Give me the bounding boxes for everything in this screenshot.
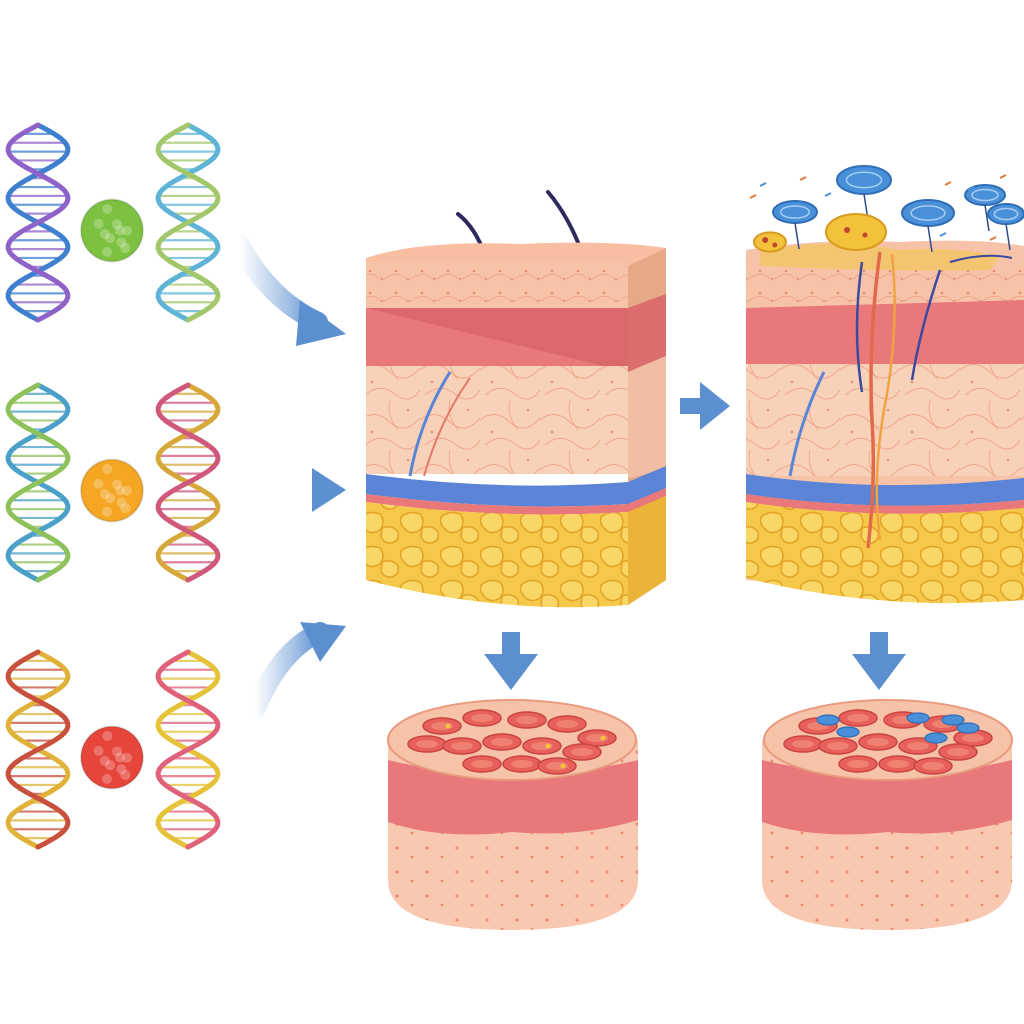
- bacteria-icon: [816, 714, 840, 726]
- dna-helix-icon: [155, 382, 221, 583]
- bacteria-icon: [772, 200, 818, 250]
- tissue-disc-infected: [762, 699, 1013, 930]
- dna-strand: [5, 382, 71, 583]
- arrow-head-icon: [296, 300, 346, 346]
- particle: [999, 174, 1007, 179]
- bacteria-icon: [901, 199, 955, 253]
- cell-dot-icon: [80, 198, 144, 263]
- particle: [824, 192, 832, 197]
- arrow-icon: [245, 622, 330, 720]
- particle: [967, 186, 975, 191]
- cell-dot-icon: [80, 458, 144, 523]
- particle: [944, 181, 952, 186]
- dna-helix-icon: [155, 649, 221, 850]
- dna-helix-icon: [155, 122, 221, 323]
- bacteria-icon: [924, 732, 948, 744]
- blood-vessel: [788, 371, 826, 477]
- arrow-icon: [502, 632, 520, 656]
- arrow-icon: [870, 632, 888, 656]
- particle: [749, 194, 757, 199]
- down-arrows: [484, 632, 906, 690]
- vein-band: [366, 466, 666, 507]
- infection-track: [855, 261, 864, 393]
- infection-track: [875, 253, 896, 541]
- fat-layer: [746, 502, 1024, 604]
- disc-red-band: [762, 760, 1012, 835]
- bacteria-icon: [964, 184, 1006, 232]
- particle: [759, 182, 767, 187]
- dna-helix-icon: [5, 122, 71, 323]
- dermis-band: [746, 300, 1024, 375]
- blood-vessel: [423, 377, 471, 477]
- bacteria-icon: [987, 203, 1024, 251]
- dermis-layer: [366, 366, 628, 474]
- dna-strand: [155, 122, 221, 323]
- infection-track: [866, 251, 882, 549]
- dna-strand: [5, 649, 71, 850]
- bacteria-icon: [941, 714, 965, 726]
- particle: [989, 236, 997, 241]
- dna-strand: [155, 649, 221, 850]
- bacteria-icon: [753, 231, 787, 253]
- arrow-head-icon: [700, 382, 730, 430]
- particle: [799, 176, 807, 181]
- tissue-disc-healthy: [387, 699, 638, 930]
- arrow-head-icon: [852, 654, 906, 690]
- arrow-icon: [680, 398, 702, 414]
- epidermis-layer: [366, 262, 628, 310]
- dna-column: [5, 122, 221, 850]
- arrow-head-icon: [300, 622, 346, 662]
- arrow-head-icon: [312, 468, 346, 512]
- dna-helix-icon: [5, 649, 71, 850]
- middle-arrow: [680, 382, 730, 430]
- bacteria-cluster: [749, 165, 1024, 253]
- particle: [939, 232, 947, 237]
- vein-band: [746, 474, 1024, 506]
- infection-track: [910, 269, 942, 381]
- cell-dot-icon: [80, 725, 144, 790]
- skin-block-healthy: [366, 190, 666, 608]
- bacteria-icon: [836, 165, 892, 221]
- disc-red-band: [388, 760, 638, 835]
- bacteria-icon: [906, 712, 930, 724]
- dna-strand: [5, 122, 71, 323]
- fat-layer: [366, 502, 628, 608]
- input-arrows: [220, 235, 346, 720]
- dermis-layer: [746, 364, 1024, 476]
- arrow-head-icon: [484, 654, 538, 690]
- dna-helix-icon: [5, 382, 71, 583]
- bacteria-icon: [956, 722, 980, 734]
- skin-surface: [366, 242, 666, 268]
- skin-block-infected: [746, 240, 1024, 604]
- blood-vessel: [408, 371, 452, 477]
- dna-strand: [155, 382, 221, 583]
- bacteria-icon: [825, 213, 887, 251]
- bacteria-icon: [836, 726, 860, 738]
